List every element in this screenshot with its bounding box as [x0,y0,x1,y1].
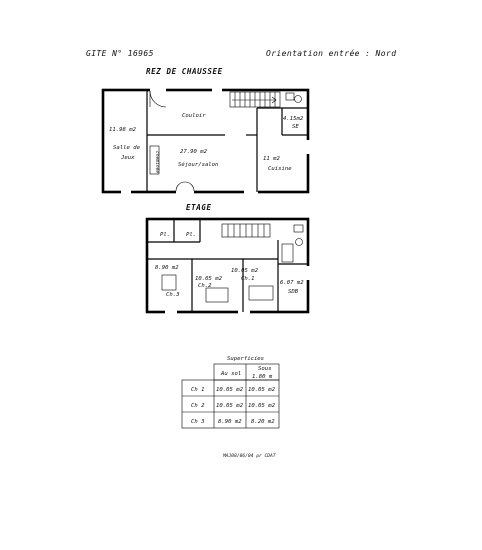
upper-floor-title: ETAGE [186,203,212,212]
row-ch3-sous: 8.20 m2 [251,419,275,425]
bed-ch3 [161,274,177,291]
room-se-area: 4.15m2 [283,116,304,122]
room-ch2-label: Ch.2 [198,283,212,289]
gite-number: GITE N° 16965 [86,49,154,58]
row-ch1-room: Ch 1 [191,387,204,393]
room-cuisine-area: 11 m2 [263,156,280,162]
table-title: Superficies [227,356,264,362]
row-ch1-sous: 10.05 m2 [248,387,276,393]
room-ch3-label: Ch.3 [166,292,180,298]
room-salle-jeux-area: 11.98 m2 [109,127,137,133]
row-ch2-room: Ch 2 [191,403,205,409]
row-ch2-sous: 10.05 m2 [248,403,276,409]
room-salle-jeux-label-1: Salle de [113,145,141,151]
surfaces-table: Superficies Au sol Sous 1.80 m Ch 1 10.0… [181,356,280,429]
column-sous-line2: 1.80 m [252,374,273,380]
room-sejour-label: Séjour/salon [178,161,218,168]
closet-2-label: Pl. [186,232,196,238]
shower-upper [281,243,294,263]
fireplace [149,145,160,175]
row-ch3-room: Ch 3 [191,419,205,425]
revision-note: MAJ08/06/04 pr CDAT [222,453,276,459]
room-ch2-area: 10.05 m2 [195,276,223,282]
upper-floor-outer-wall [145,217,310,314]
ground-floor-outer-wall [101,88,310,194]
wc-fixture [294,95,302,103]
bed-ch2 [205,287,229,303]
room-sdb-area: 6.07 m2 [280,280,304,286]
row-ch3-au-sol: 8.90 m2 [218,419,242,425]
washbasin-fixture [285,92,295,101]
column-au-sol: Au sol [220,371,241,377]
room-sejour-area: 27.90 m2 [180,149,208,155]
room-se-label: SE [292,124,299,130]
ground-floor-plan: Couloir 11.98 m2 Salle de Jeux 27.90 m2 … [101,88,310,194]
ground-floor-title: REZ DE CHAUSSEE [146,67,223,76]
room-sdb-label: SDB [288,289,299,295]
room-ch1-area: 10.05 m2 [231,268,259,274]
room-ch1-label: Ch.1 [241,276,254,282]
fireplace-label: cheminée [154,151,161,173]
room-couloir-label: Couloir [182,113,206,119]
row-ch2-au-sol: 10.05 m2 [216,403,244,409]
orientation-label: Orientation entrée : Nord [266,48,396,58]
upper-floor-plan: Pl. Pl. 8.90 m2 Ch.3 10.05 m2 Ch.2 10.05… [145,217,310,314]
bed-ch1 [248,285,274,301]
room-ch3-area: 8.90 m2 [155,265,179,271]
row-ch1-au-sol: 10.05 m2 [216,387,244,393]
room-salle-jeux-label-2: Jeux [120,155,135,161]
column-sous-line1: Sous [258,366,271,372]
room-cuisine-label: Cuisine [268,166,292,172]
wc-upper [295,238,303,246]
closet-1-label: Pl. [160,232,170,238]
washbasin-upper [293,224,304,233]
